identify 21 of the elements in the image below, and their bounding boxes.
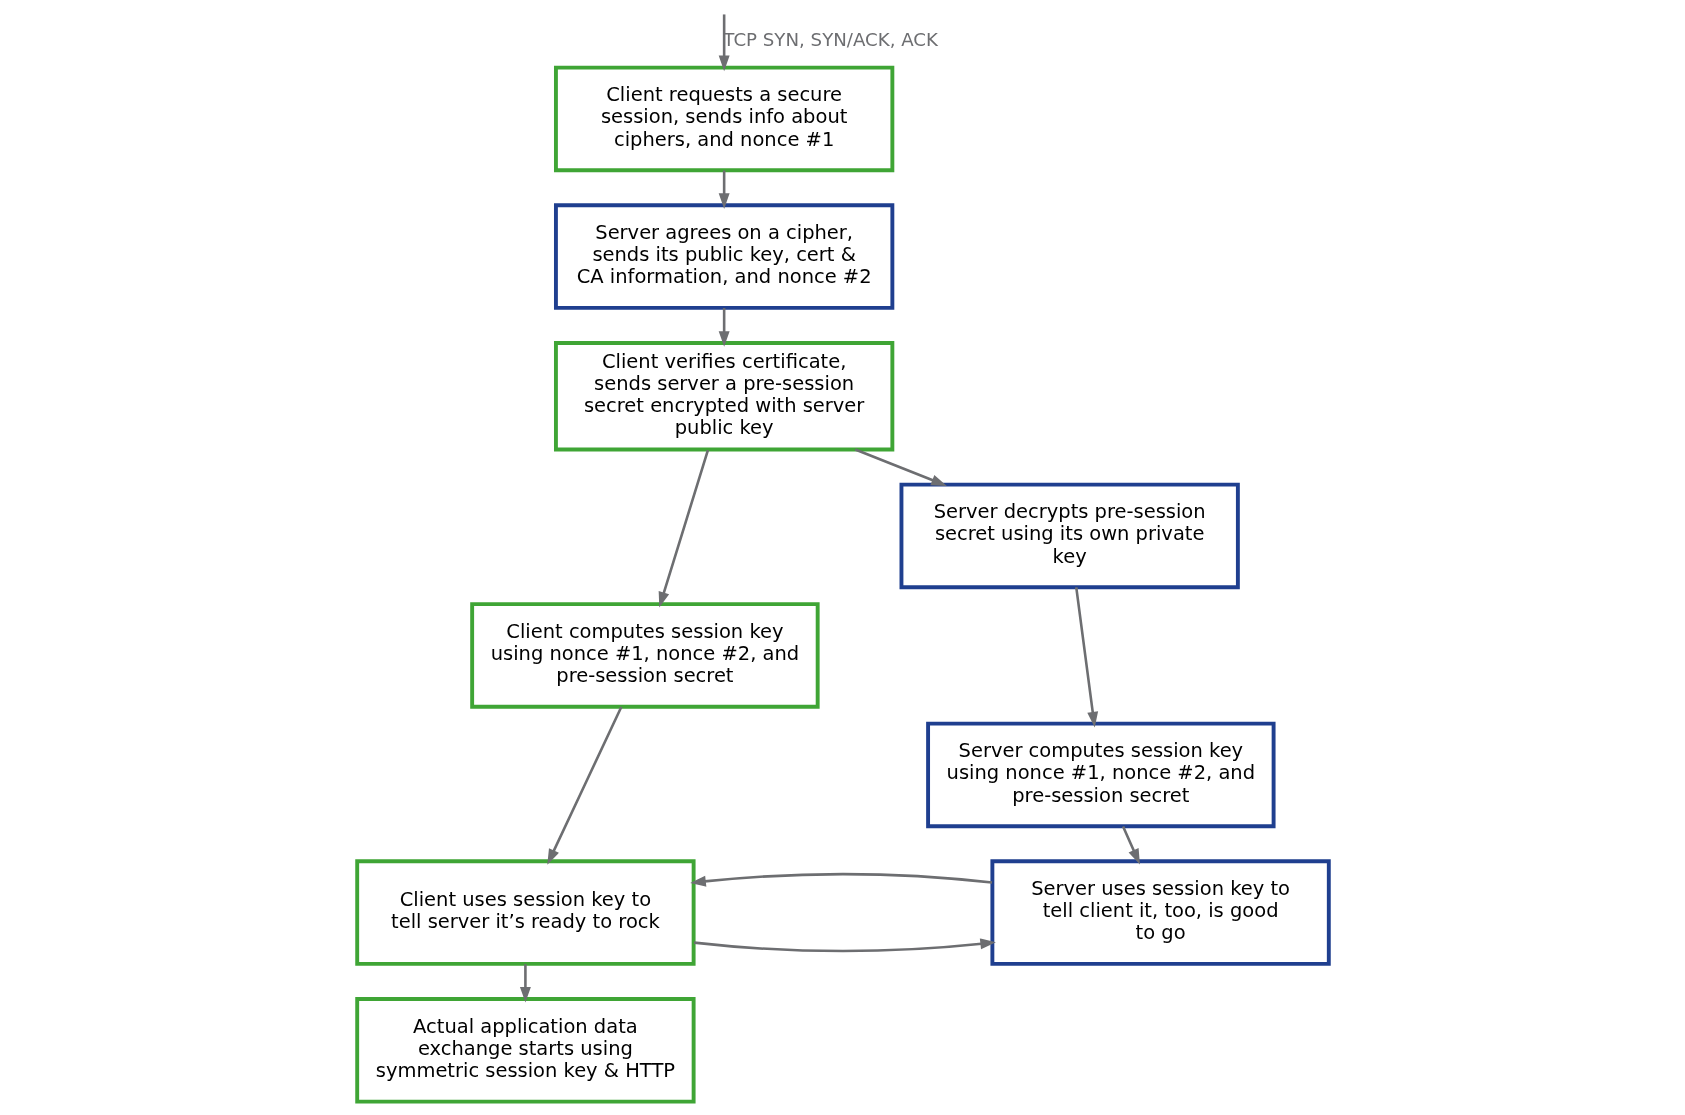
node-box: Client verifies certificate, sends server a pre-session secret encrypted with server public key [553, 341, 894, 452]
arrow [854, 448, 947, 486]
arrow [718, 170, 730, 209]
arrow [1074, 587, 1098, 728]
edge-label: TCP SYN, SYN/ACK, ACK [722, 28, 938, 50]
arrow [546, 706, 622, 865]
node-box: Server decrypts pre-session secret using its own private key [899, 482, 1240, 590]
node-box: Server agrees on a cipher, sends its public key, cert & CA information, and nonce #2 [553, 203, 894, 310]
arrow [693, 938, 996, 953]
arrow [519, 964, 531, 1003]
arrow [1121, 825, 1140, 865]
arrow [689, 872, 992, 887]
node-box: Client requests a secure session, sends info about ciphers, and nonce #1 [553, 65, 894, 173]
arrow [718, 308, 730, 347]
node-box: Client computes session key using nonce #1, nonce #2, and pre-session secret [469, 602, 820, 709]
node-box: Actual application data exchange starts using symmetric session key & HTTP [354, 997, 696, 1104]
node-box: Server uses session key to tell client it, too, is good to go [989, 859, 1331, 966]
arrow [718, 14, 730, 72]
node-box: Server computes session key using nonce #1, nonce #2, and pre-session secret [925, 721, 1276, 829]
arrow [658, 449, 709, 608]
node-box: Client uses session key to tell server it’s ready to rock [354, 859, 696, 966]
